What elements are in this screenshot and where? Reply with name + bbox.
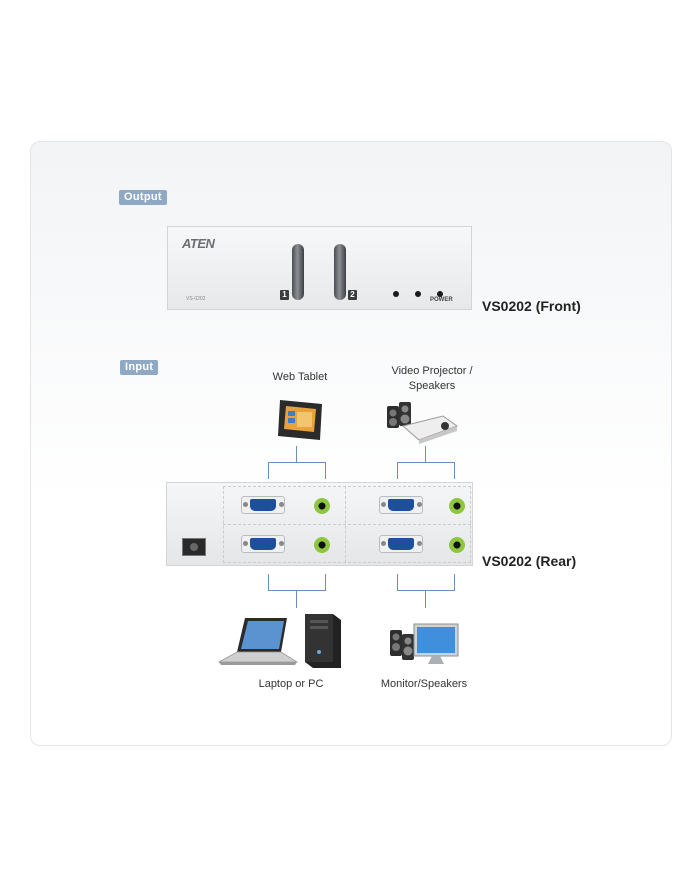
led-2 xyxy=(415,291,421,297)
rear-caption: VS0202 (Rear) xyxy=(482,553,577,569)
power-led xyxy=(437,291,443,297)
web-tablet-icon xyxy=(278,400,322,440)
projector-speakers-icon xyxy=(387,402,459,444)
input-badge: Input xyxy=(120,360,159,375)
dc-power-jack xyxy=(182,538,206,556)
led-1 xyxy=(393,291,399,297)
audio-jack-bottom-left xyxy=(314,537,330,553)
port-1-button xyxy=(292,244,304,300)
projector-label-line2: Speakers xyxy=(408,380,456,392)
audio-jack-bottom-right xyxy=(449,537,465,553)
power-label: POWER xyxy=(430,297,453,303)
rear-divider-h xyxy=(223,524,471,525)
front-caption: VS0202 (Front) xyxy=(482,298,581,314)
aten-logo: ATEN xyxy=(182,236,215,251)
port-2-button xyxy=(334,244,346,300)
audio-jack-top-right xyxy=(449,498,465,514)
web-tablet-label: Web Tablet xyxy=(272,371,328,383)
laptop-pc-label: Laptop or PC xyxy=(258,678,324,690)
output-badge: Output xyxy=(119,190,167,205)
vs0202-front-panel: ATEN VS-0202 1 2 POWER xyxy=(167,226,472,310)
front-model-text: VS-0202 xyxy=(186,296,206,302)
pc-connector-bracket xyxy=(268,574,326,591)
tablet-connector-stem xyxy=(296,446,297,462)
projector-connector-bracket xyxy=(397,462,455,479)
projector-connector-stem xyxy=(425,446,426,462)
vga-port-top-left xyxy=(241,496,285,514)
monitor-speakers-label: Monitor/Speakers xyxy=(380,678,468,690)
vga-port-bottom-left xyxy=(241,535,285,553)
vga-port-top-right xyxy=(379,496,423,514)
vga-port-bottom-right xyxy=(379,535,423,553)
laptop-pc-icon xyxy=(217,614,341,668)
monitor-speakers-icon xyxy=(390,623,459,664)
projector-label-line1: Video Projector / xyxy=(391,365,473,377)
port-2-number: 2 xyxy=(348,290,357,300)
tablet-connector-bracket xyxy=(268,462,326,479)
projector-label: Video Projector / Speakers xyxy=(380,364,484,394)
monitor-connector-stem xyxy=(425,590,426,608)
pc-connector-stem xyxy=(296,590,297,608)
monitor-connector-bracket xyxy=(397,574,455,591)
vs0202-rear-panel xyxy=(166,482,473,566)
audio-jack-top-left xyxy=(314,498,330,514)
port-1-number: 1 xyxy=(280,290,289,300)
